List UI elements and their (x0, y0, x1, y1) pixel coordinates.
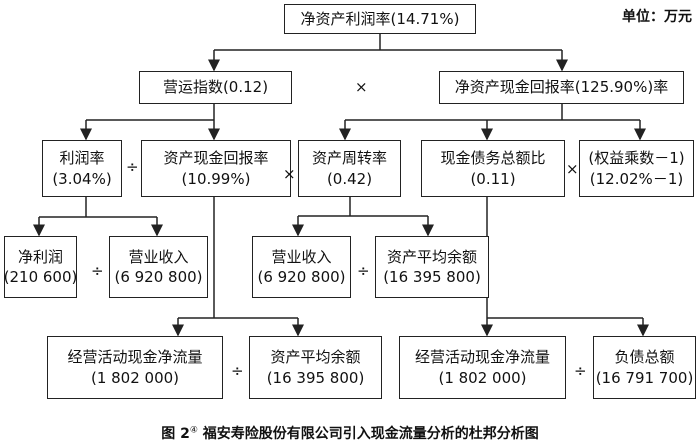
node-label: 营运指数(0.12) (162, 78, 269, 97)
multiply-operator: × (355, 78, 368, 96)
node-value: (16 791 700) (595, 368, 694, 387)
divide-operator: ÷ (126, 158, 139, 176)
node-value: (16 395 800) (383, 268, 481, 286)
node-value: (1 802 000) (90, 368, 180, 387)
divide-operator: ÷ (231, 362, 244, 380)
node-label: 净利润 (17, 247, 63, 266)
node-value: (0.11) (470, 169, 516, 188)
node-value: (6 920 800) (257, 268, 346, 286)
asset-cash-return-box: 资产现金回报率(10.99%) (141, 140, 291, 197)
total-liabilities-box: 负债总额(16 791 700) (593, 336, 696, 399)
node-value: (10.99%) (181, 169, 251, 188)
node-value: (12.02%－1) (589, 169, 684, 188)
node-value: (210 600) (3, 268, 78, 286)
revenue-box: 营业收入 (6 920 800) (109, 236, 208, 298)
divide-operator: ÷ (574, 362, 587, 380)
divide-operator: ÷ (91, 262, 104, 280)
node-value: (3.04%) (52, 169, 112, 188)
operating-cash-flow-box: 经营活动现金净流量(1 802 000) (47, 336, 223, 399)
node-label: 利润率 (59, 149, 105, 168)
caption-text: 福安寿险股份有限公司引入现金流量分析的杜邦分析图 (202, 426, 539, 442)
node-label: 负债总额 (614, 348, 675, 367)
node-label: 现金债务总额比 (440, 149, 546, 168)
node-label: (权益乘数－1) (588, 149, 685, 168)
node-label: 营业收入 (271, 247, 332, 266)
node-label: 净资产利润率(14.71%) (300, 9, 460, 28)
avg-assets-box: 资产平均余额(16 395 800) (249, 336, 382, 399)
profit-margin-box: 利润率(3.04%) (42, 140, 122, 197)
node-label: 营业收入 (128, 247, 189, 266)
figure-caption: 图 2④ 福安寿险股份有限公司引入现金流量分析的杜邦分析图 (0, 423, 700, 443)
asset-turnover-box: 资产周转率(0.42) (298, 140, 401, 197)
net-profit-box: 净利润 (210 600) (4, 236, 77, 298)
avg-assets-box: 资产平均余额 (16 395 800) (375, 236, 489, 298)
equity-multiplier-box: (权益乘数－1)(12.02%－1) (579, 140, 694, 197)
unit-label: 单位：万元 (622, 9, 692, 25)
multiply-operator: × (283, 165, 296, 183)
node-label: 资产周转率 (311, 149, 387, 168)
net-asset-cash-return-box: 净资产现金回报率(125.90%)率 (439, 71, 684, 104)
node-value: (1 802 000) (438, 368, 527, 387)
node-label: 资产平均余额 (270, 348, 361, 367)
node-label: 经营活动现金净流量 (414, 348, 550, 367)
node-value: (6 920 800) (114, 268, 203, 286)
node-label: 资产现金回报率 (163, 149, 269, 168)
cash-debt-ratio-box: 现金债务总额比(0.11) (421, 140, 565, 197)
multiply-operator: × (566, 160, 579, 178)
node-value: (16 395 800) (266, 368, 365, 387)
operating-index-box: 营运指数(0.12) (139, 71, 292, 104)
caption-note-mark: ④ (189, 425, 198, 436)
revenue-box: 营业收入 (6 920 800) (252, 236, 351, 298)
caption-figure-number: 图 2 (161, 426, 190, 442)
node-label: 资产平均余额 (386, 247, 477, 266)
operating-cash-flow-box: 经营活动现金净流量(1 802 000) (399, 336, 566, 399)
node-value: (0.42) (326, 169, 373, 188)
node-label: 经营活动现金净流量 (67, 348, 203, 367)
roe-box: 净资产利润率(14.71%) (284, 4, 476, 34)
divide-operator: ÷ (357, 262, 370, 280)
node-label: 净资产现金回报率(125.90%)率 (454, 78, 669, 97)
